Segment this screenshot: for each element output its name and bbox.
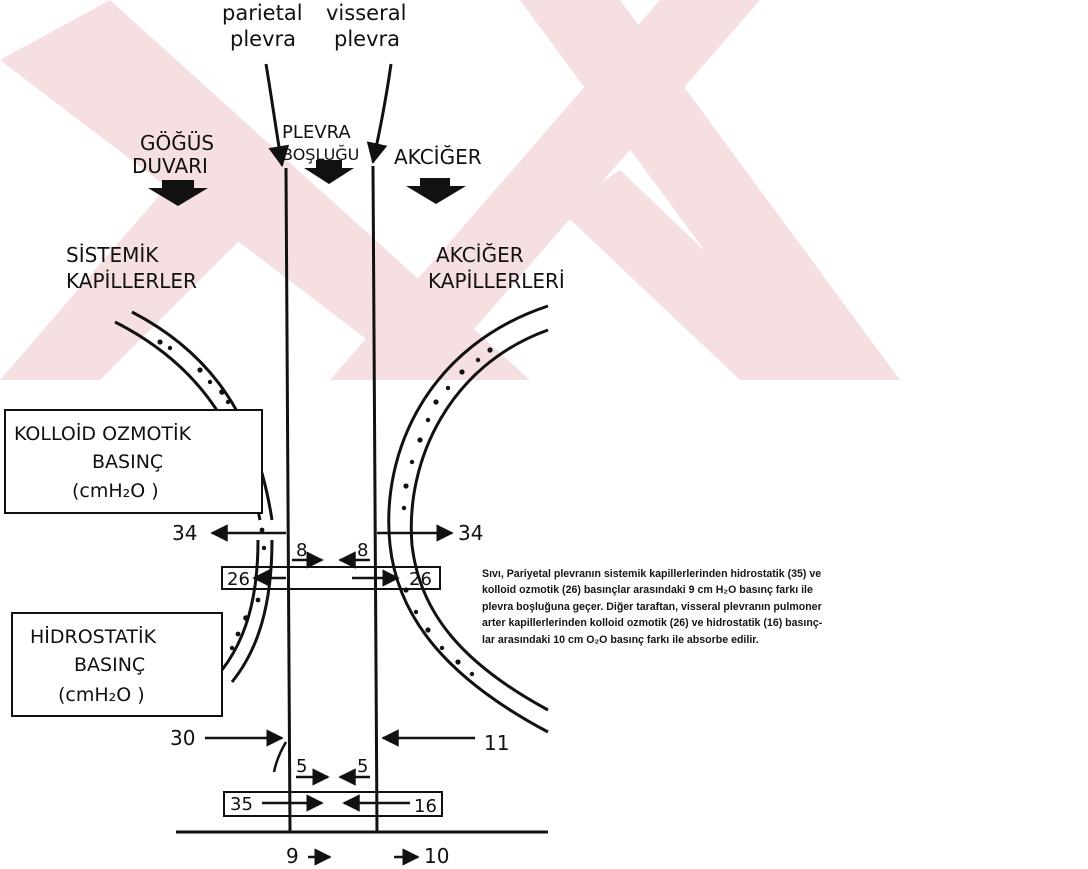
caption: Sıvı, Pariyetal plevranın sistemik kapil… bbox=[482, 566, 1062, 648]
hydro-pleural-left-value: 35 bbox=[230, 794, 253, 815]
caption-line: arter kapillerlerinden kolloid ozmotik (… bbox=[482, 615, 1062, 631]
hidrostatik-box: HİDROSTATİK BASINÇ (cmH₂O ) bbox=[12, 613, 222, 716]
caption-line: lar arasındaki 10 cm O₂O basınç farkı il… bbox=[482, 632, 1062, 648]
hydro-right-value: 11 bbox=[484, 731, 509, 755]
kolloid-box: KOLLOİD OZMOTİK BASINÇ (cmH₂O ) bbox=[5, 410, 262, 513]
flow-left-value: 9 bbox=[286, 844, 299, 868]
down-arrow-icon bbox=[406, 178, 466, 204]
akciger-kap-label: AKCİĞER bbox=[436, 243, 524, 267]
colloid-right-value: 34 bbox=[458, 521, 483, 545]
hydro-net-right-value: 5 bbox=[357, 756, 368, 777]
parietal-label: plevra bbox=[230, 27, 296, 51]
akciger-label: AKCİĞER bbox=[394, 145, 482, 169]
plevra-boslugu-label: BOŞLUĞU bbox=[282, 145, 359, 164]
caption-line: Sıvı, Pariyetal plevranın sistemik kapil… bbox=[482, 566, 1062, 582]
visseral-label: plevra bbox=[334, 27, 400, 51]
hydro-pleural-right-value: 16 bbox=[414, 796, 437, 817]
sistemik-label: SİSTEMİK bbox=[66, 243, 159, 267]
pleural-rows bbox=[222, 567, 442, 816]
sistemik-label: KAPİLLERLER bbox=[66, 269, 197, 293]
pulmonary-capillary-cells bbox=[402, 347, 493, 676]
svg-text:(cmH₂O ): (cmH₂O ) bbox=[72, 480, 159, 502]
flow-right-value: 10 bbox=[424, 844, 449, 868]
svg-text:(cmH₂O ): (cmH₂O ) bbox=[58, 684, 145, 706]
colloid-net-right-value: 8 bbox=[357, 540, 368, 561]
caption-line: plevra boşluğuna geçer. Diğer taraftan, … bbox=[482, 599, 1062, 615]
hydro-left-value: 30 bbox=[170, 726, 195, 750]
gogus-label: DUVARI bbox=[132, 154, 208, 178]
svg-text:BASINÇ: BASINÇ bbox=[92, 451, 163, 473]
visseral-label: visseral bbox=[326, 1, 406, 25]
colloid-left-value: 34 bbox=[172, 521, 197, 545]
svg-text:HİDROSTATİK: HİDROSTATİK bbox=[30, 625, 157, 648]
svg-text:BASINÇ: BASINÇ bbox=[74, 654, 145, 676]
parietal-label: parietal bbox=[222, 1, 303, 25]
colloid-pleural-left-value: 26 bbox=[227, 569, 250, 590]
colloid-pleural-right-value: 26 bbox=[409, 569, 432, 590]
colloid-net-left-value: 8 bbox=[296, 540, 307, 561]
plevra-boslugu-label: PLEVRA bbox=[282, 122, 351, 143]
caption-line: kolloid ozmotik (26) basınçlar arasındak… bbox=[482, 582, 1062, 598]
hydro-net-left-value: 5 bbox=[296, 756, 307, 777]
svg-text:KOLLOİD OZMOTİK: KOLLOİD OZMOTİK bbox=[14, 422, 192, 445]
gogus-label: GÖĞÜS bbox=[140, 131, 214, 155]
akciger-kap-label: KAPİLLERLERİ bbox=[428, 269, 565, 293]
